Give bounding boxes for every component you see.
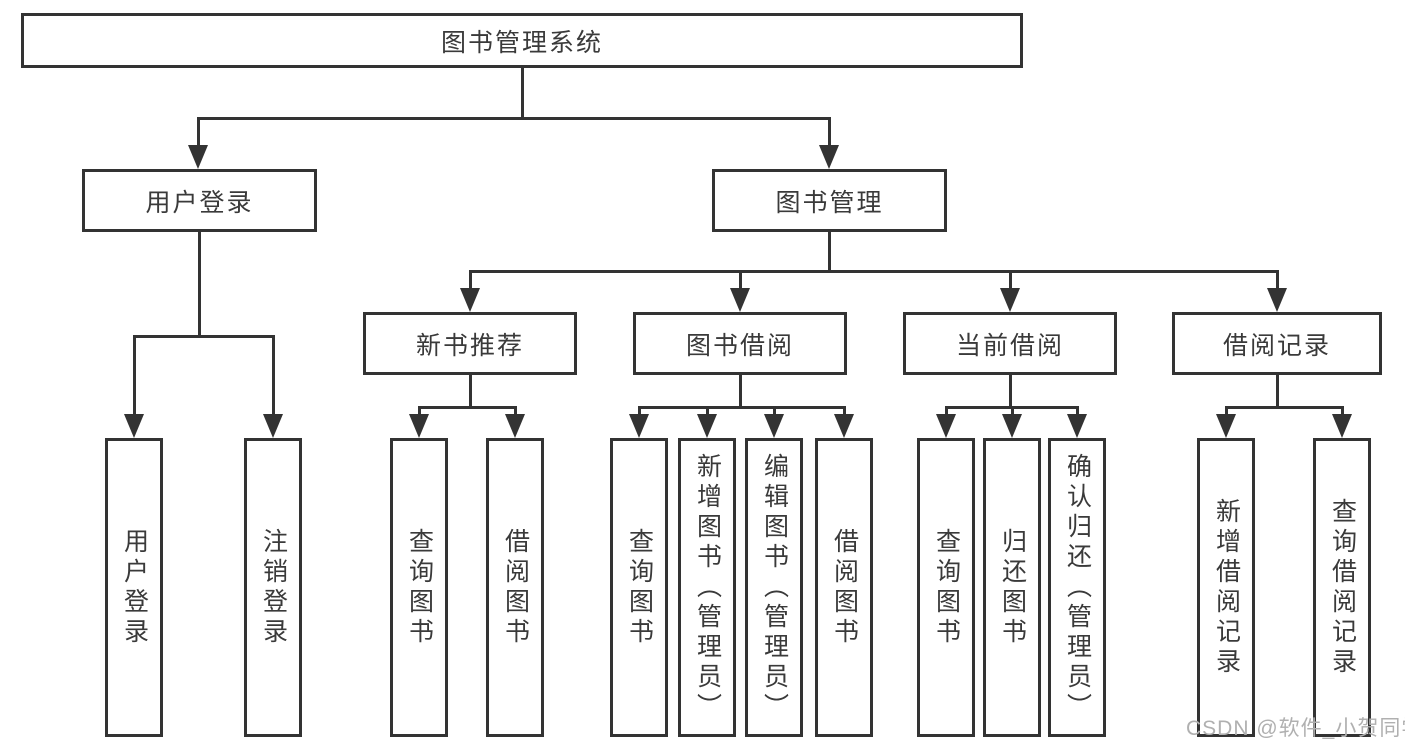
leaf-add-borrow-record: 新增借阅记录	[1197, 438, 1255, 737]
arrow-down-icon	[936, 414, 956, 438]
arrow-down-icon	[460, 288, 480, 312]
node-borrow-records: 借阅记录	[1172, 312, 1382, 375]
arrow-down-icon	[764, 414, 784, 438]
node-book-borrow: 图书借阅	[633, 312, 847, 375]
arrow-down-icon	[730, 288, 750, 312]
node-new-book-recommend: 新书推荐	[363, 312, 577, 375]
arrow-down-icon	[124, 414, 144, 438]
leaf-label: 归还图书	[998, 527, 1027, 648]
arrow-down-icon	[1332, 414, 1352, 438]
connector-user-login-rail	[132, 334, 275, 338]
leaf-label: 注销登录	[259, 527, 288, 648]
connector-drop	[1340, 405, 1344, 420]
node-book-management: 图书管理	[712, 169, 947, 232]
connector-rail	[637, 405, 846, 409]
connector-drop	[196, 117, 200, 150]
connector-drop	[842, 405, 846, 420]
arrow-down-icon	[834, 414, 854, 438]
leaf-return-books: 归还图书	[983, 438, 1041, 737]
arrow-down-icon	[1000, 288, 1020, 312]
arrow-down-icon	[819, 145, 839, 169]
leaf-query-books-borrow: 查询图书	[610, 438, 668, 737]
arrow-down-icon	[1067, 414, 1087, 438]
arrow-down-icon	[697, 414, 717, 438]
leaf-label: 借阅图书	[830, 527, 859, 648]
connector-book-mgmt-stem	[827, 232, 831, 272]
connector-drop	[271, 334, 275, 419]
connector-stem	[1275, 375, 1279, 407]
node-library-management-system: 图书管理系统	[21, 13, 1023, 68]
connector-user-login-stem	[197, 232, 201, 337]
connector-drop	[1010, 405, 1014, 420]
node-user-login: 用户登录	[82, 169, 317, 232]
leaf-label: 新增借阅记录	[1212, 497, 1241, 678]
leaf-label: 确认归还（管理员）	[1063, 452, 1092, 723]
leaf-borrow-books: 借阅图书	[815, 438, 873, 737]
leaf-label: 借阅图书	[501, 527, 530, 648]
leaf-label: 新增图书（管理员）	[693, 452, 722, 723]
leaf-label: 用户登录	[120, 527, 149, 648]
connector-level3-rail	[468, 269, 1279, 273]
leaf-confirm-return-admin: 确认归还（管理员）	[1048, 438, 1106, 737]
connector-drop	[944, 405, 948, 420]
arrow-down-icon	[1216, 414, 1236, 438]
connector-drop	[1275, 269, 1279, 294]
connector-drop	[827, 117, 831, 150]
connector-drop	[1075, 405, 1079, 420]
node-current-borrow: 当前借阅	[903, 312, 1117, 375]
leaf-logout: 注销登录	[244, 438, 302, 737]
node-label: 用户登录	[145, 188, 254, 217]
connector-drop	[468, 269, 472, 294]
node-label: 新书推荐	[415, 331, 524, 360]
arrow-down-icon	[629, 414, 649, 438]
leaf-query-books-current: 查询图书	[917, 438, 975, 737]
leaf-label: 查询图书	[625, 527, 654, 648]
leaf-user-login: 用户登录	[105, 438, 163, 737]
arrow-down-icon	[1002, 414, 1022, 438]
connector-stem	[1008, 375, 1012, 407]
connector-stem	[468, 375, 472, 407]
leaf-edit-books-admin: 编辑图书（管理员）	[745, 438, 803, 737]
leaf-borrow-books-recommend: 借阅图书	[486, 438, 544, 737]
arrow-down-icon	[505, 414, 525, 438]
leaf-label: 编辑图书（管理员）	[760, 452, 789, 723]
connector-rail	[417, 405, 517, 409]
connector-root-stem	[520, 68, 524, 118]
connector-drop	[513, 405, 517, 420]
connector-drop	[417, 405, 421, 420]
leaf-query-books-recommend: 查询图书	[390, 438, 448, 737]
connector-stem	[738, 375, 742, 407]
csdn-watermark: CSDN @软件_小贺同学	[1186, 717, 1405, 740]
connector-drop	[738, 269, 742, 294]
node-label: 当前借阅	[955, 331, 1064, 360]
arrow-down-icon	[409, 414, 429, 438]
node-label: 图书管理	[775, 188, 884, 217]
connector-level2-rail	[196, 116, 831, 120]
leaf-add-books-admin: 新增图书（管理员）	[678, 438, 736, 737]
node-label: 图书借阅	[685, 331, 794, 360]
connector-drop	[132, 334, 136, 419]
leaf-query-borrow-record: 查询借阅记录	[1313, 438, 1371, 737]
node-label: 图书管理系统	[440, 28, 603, 57]
connector-drop	[1008, 269, 1012, 294]
connector-drop	[772, 405, 776, 420]
connector-drop	[637, 405, 641, 420]
connector-drop	[705, 405, 709, 420]
leaf-label: 查询图书	[932, 527, 961, 648]
connector-rail	[1224, 405, 1344, 409]
arrow-down-icon	[1267, 288, 1287, 312]
node-label: 借阅记录	[1222, 331, 1331, 360]
arrow-down-icon	[188, 145, 208, 169]
connector-drop	[1224, 405, 1228, 420]
leaf-label: 查询借阅记录	[1328, 497, 1357, 678]
arrow-down-icon	[263, 414, 283, 438]
leaf-label: 查询图书	[405, 527, 434, 648]
